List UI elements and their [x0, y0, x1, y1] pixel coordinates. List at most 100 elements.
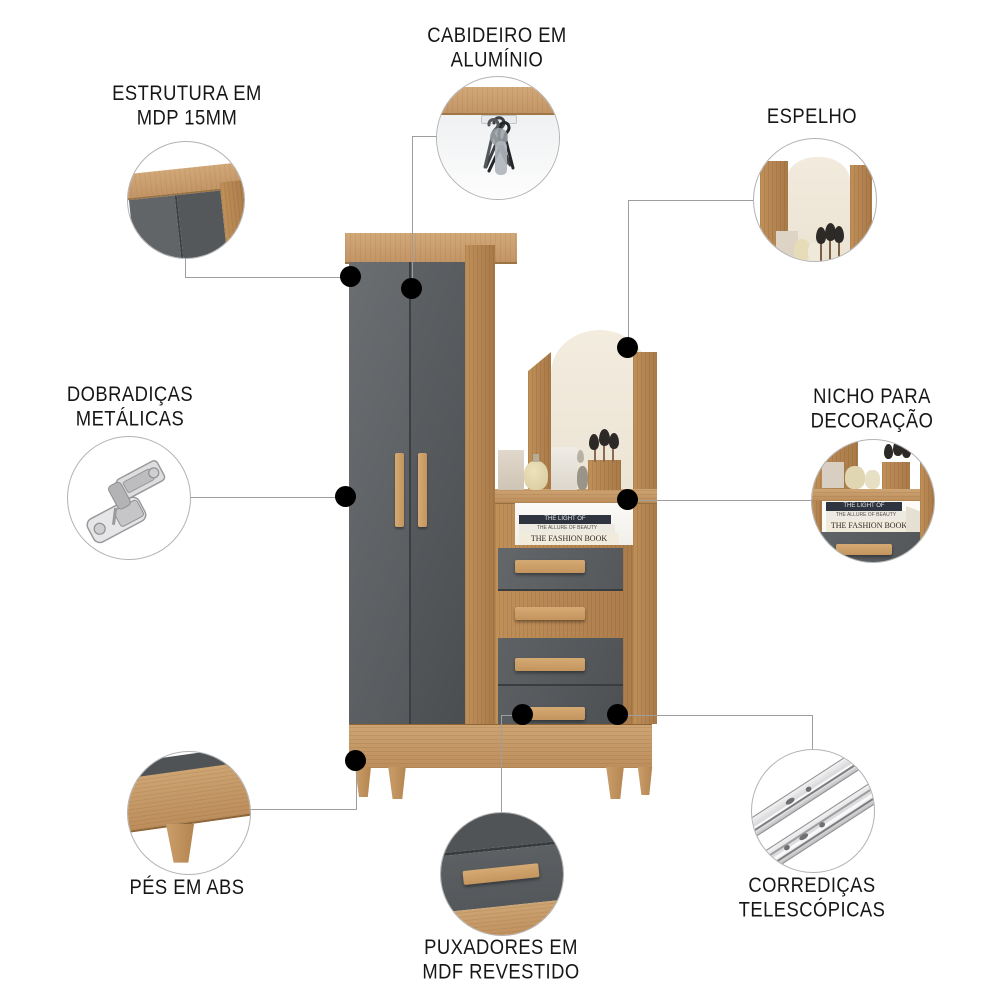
- base-plinth: [349, 724, 652, 768]
- nicho-photo-left-frame: [812, 501, 822, 562]
- telescopic-slides-icon: [752, 750, 874, 872]
- puxadores-photo: [441, 813, 563, 935]
- callout-dot-estrutura: [340, 266, 361, 287]
- pes-detail-circle: [127, 751, 251, 875]
- book-spine-3: THE FASHION BOOK: [519, 533, 619, 545]
- nicho-photo-box: [822, 462, 844, 488]
- mirror-photo-boxes: [776, 231, 798, 261]
- wardrobe-side-panel: [465, 245, 495, 724]
- label-nicho: NICHO PARA DECORAÇÃO: [810, 385, 934, 433]
- nicho-photo-pages: [906, 506, 920, 532]
- drawer-1-handle: [515, 560, 585, 573]
- nicho-photo-brush: [893, 440, 903, 456]
- leg-back-right: [637, 767, 653, 795]
- callout-dot-dobradicas: [335, 486, 356, 507]
- mirror-photo-right-frame: [850, 165, 872, 261]
- makeup-brush-stick: [612, 447, 614, 462]
- mirror-reflection: [577, 450, 584, 463]
- mirror-photo-brush-stick: [829, 239, 831, 261]
- callout-line-espelho: [628, 200, 629, 348]
- callout-line-estrutura: [185, 277, 351, 278]
- callout-line-nicho: [628, 500, 811, 501]
- perfume-bottle-small: [577, 466, 588, 490]
- pes-photo-leg: [165, 824, 195, 863]
- book-title: THE FASHION BOOK: [530, 534, 608, 543]
- espelho-detail-circle: [753, 138, 877, 262]
- hinge-icon: [86, 460, 166, 544]
- label-estrutura: ESTRUTURA EM MDP 15MM: [112, 82, 262, 130]
- drawer-2-handle: [515, 607, 585, 620]
- leg-left: [388, 767, 406, 799]
- label-dobradicas: DOBRADIÇAS METÁLICAS: [66, 383, 194, 431]
- makeup-brush: [589, 434, 599, 450]
- corredicas-detail-circle: [751, 749, 875, 873]
- leg-right: [606, 767, 624, 799]
- mirror-photo-brush-stick: [838, 242, 840, 261]
- mirror-photo-bottle: [808, 243, 821, 261]
- label-puxadores: PUXADORES EM MDF REVESTIDO: [422, 936, 580, 984]
- door-gap: [409, 262, 411, 724]
- label-corredicas: CORREDIÇAS TELESCÓPICAS: [738, 874, 886, 922]
- callout-line-dobradicas: [189, 497, 346, 498]
- top-board-underside: [437, 87, 559, 115]
- nicho-photo-bottle: [845, 466, 865, 489]
- makeup-brush-stick: [594, 448, 596, 462]
- mirror-photo-brush: [816, 227, 826, 244]
- puxadores-detail-circle: [440, 812, 564, 936]
- nicho-photo-brush: [902, 443, 911, 458]
- nicho-photo-brush: [884, 444, 893, 459]
- callout-dot-nicho: [617, 489, 638, 510]
- book-title: THE FASHION BOOK: [830, 521, 908, 530]
- nicho-photo-drawer-handle: [836, 544, 892, 555]
- label-espelho: ESPELHO: [766, 105, 858, 129]
- dobradicas-detail-circle: [67, 436, 191, 560]
- callout-line-cabideiro: [412, 136, 437, 137]
- mirror-photo-brush-stick: [820, 243, 822, 261]
- label-cabideiro: CABIDEIRO EM ALUMÍNIO: [427, 24, 567, 72]
- door-handle-left: [395, 453, 404, 527]
- callout-dot-corredicas: [607, 704, 628, 725]
- callout-line-cabideiro: [412, 136, 413, 289]
- book-title: THE ALLURE OF BEAUTY: [536, 525, 598, 531]
- callout-line-estrutura: [185, 257, 186, 278]
- callout-dot-puxadores: [512, 704, 533, 725]
- label-pes: PÉS EM ABS: [129, 876, 245, 900]
- book-spine-1: THE LIGHT OF: [519, 515, 611, 524]
- nicho-photo-right-frame: [920, 440, 934, 562]
- mirror-photo-brush: [825, 223, 836, 241]
- book-title: THE LIGHT OF: [843, 503, 885, 509]
- callout-dot-espelho: [617, 337, 638, 358]
- callout-line-espelho: [628, 200, 753, 201]
- nicho-photo-bottle: [865, 470, 880, 489]
- makeup-brush-stick: [603, 444, 605, 462]
- nicho-photo-shelf: [812, 489, 934, 502]
- callout-line-pes: [249, 809, 356, 810]
- bottle-cap: [533, 454, 539, 462]
- perfume-box: [498, 450, 524, 490]
- nicho-detail-circle: THE LIGHT OF THE ALLURE OF BEAUTY THE FA…: [811, 439, 935, 563]
- nicho-photo-book3: THE FASHION BOOK: [826, 520, 912, 532]
- callout-dot-pes: [345, 750, 366, 771]
- book-spine-2: THE ALLURE OF BEAUTY: [519, 524, 615, 533]
- mirror-photo-bottle: [794, 239, 810, 261]
- nicho-photo-book2: THE ALLURE OF BEAUTY: [826, 511, 906, 520]
- estrutura-detail-circle: [127, 141, 245, 259]
- door-handle-right: [418, 453, 427, 527]
- drawer-3-handle: [515, 658, 585, 671]
- callout-line-corredicas: [618, 715, 812, 716]
- nicho-photo-book1: THE LIGHT OF: [826, 502, 902, 511]
- leg-front-left: [355, 767, 371, 797]
- white-box: [551, 447, 577, 490]
- nicho-photo-brush-cup: [882, 462, 910, 489]
- callout-line-corredicas: [812, 715, 813, 750]
- callout-line-puxadores: [501, 715, 502, 813]
- brush-cup: [588, 460, 621, 490]
- structure-corner-photo: [128, 142, 244, 258]
- book-title: THE LIGHT OF: [544, 516, 586, 522]
- mirror-photo-brush: [834, 226, 844, 243]
- perfume-bottle: [524, 461, 548, 490]
- callout-line-pes: [356, 761, 357, 810]
- hangers-icon: [483, 116, 515, 175]
